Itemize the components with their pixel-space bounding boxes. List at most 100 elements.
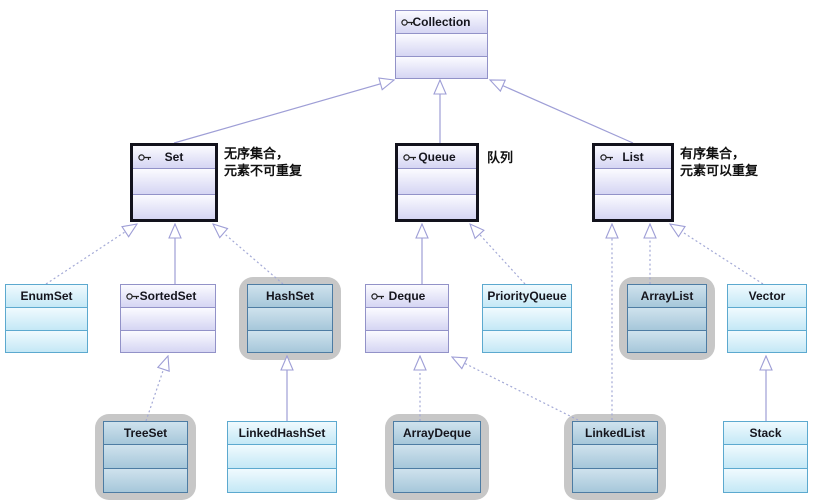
class-box-linkedhashset[interactable]: LinkedHashSet xyxy=(227,421,337,493)
attributes-compartment xyxy=(398,168,476,194)
operations-compartment xyxy=(133,193,215,219)
edge-list-to-collection[interactable] xyxy=(490,80,634,144)
class-name-label: LinkedHashSet xyxy=(238,426,326,440)
operations-compartment xyxy=(628,329,706,352)
class-name-label: Stack xyxy=(749,426,782,440)
class-box-linkedlist[interactable]: LinkedList xyxy=(572,421,658,493)
enumset-title-bar: EnumSet xyxy=(6,285,87,307)
linkedlist-title-bar: LinkedList xyxy=(573,422,657,444)
class-name-label: HashSet xyxy=(265,289,315,303)
operations-compartment xyxy=(724,468,807,492)
arraylist-title-bar: ArrayList xyxy=(628,285,706,307)
class-name-label: List xyxy=(622,150,644,164)
class-name-label: Vector xyxy=(748,289,786,303)
collection-title-bar: Collection xyxy=(396,11,487,33)
class-name-label: SortedSet xyxy=(139,289,197,303)
list-annotation: 有序集合， 元素可以重复 xyxy=(680,145,758,179)
set-annotation: 无序集合， 元素不可重复 xyxy=(224,145,302,179)
class-box-stack[interactable]: Stack xyxy=(723,421,808,493)
priorityqueue-title-bar: PriorityQueue xyxy=(483,285,571,307)
operations-compartment xyxy=(595,193,671,219)
attributes-compartment xyxy=(121,307,215,330)
attributes-compartment xyxy=(595,168,671,194)
edge-enumset-to-set[interactable] xyxy=(45,224,137,285)
deque-title-bar: Deque xyxy=(366,285,448,307)
class-box-arraydeque[interactable]: ArrayDeque xyxy=(393,421,481,493)
operations-compartment xyxy=(396,55,487,78)
set-annotation-line1: 无序集合， xyxy=(224,146,290,161)
interface-key-icon xyxy=(403,154,416,161)
class-box-set[interactable]: Set xyxy=(130,143,218,222)
class-name-label: PriorityQueue xyxy=(487,289,567,303)
class-name-label: LinkedList xyxy=(584,426,645,440)
class-name-label: Collection xyxy=(412,15,471,29)
class-box-queue[interactable]: Queue xyxy=(395,143,479,222)
class-box-treeset[interactable]: TreeSet xyxy=(103,421,188,493)
attributes-compartment xyxy=(628,307,706,330)
stack-title-bar: Stack xyxy=(724,422,807,444)
attributes-compartment xyxy=(228,444,336,468)
attributes-compartment xyxy=(248,307,332,330)
queue-annotation: 队列 xyxy=(487,149,513,166)
queue-title-bar: Queue xyxy=(398,146,476,168)
class-name-label: Set xyxy=(164,150,184,164)
class-box-vector[interactable]: Vector xyxy=(727,284,807,353)
operations-compartment xyxy=(398,193,476,219)
attributes-compartment xyxy=(573,444,657,468)
class-name-label: ArrayList xyxy=(640,289,694,303)
class-name-label: Deque xyxy=(388,289,426,303)
set-annotation-line2: 元素不可重复 xyxy=(224,163,303,178)
list-annotation-line1: 有序集合， xyxy=(680,146,746,161)
class-box-hashset[interactable]: HashSet xyxy=(247,284,333,353)
interface-key-icon xyxy=(371,293,384,300)
edge-priorityqueue-to-queue[interactable] xyxy=(470,224,526,285)
edge-treeset-to-sortedset[interactable] xyxy=(145,356,168,422)
interface-key-icon xyxy=(600,154,613,161)
attributes-compartment xyxy=(104,444,187,468)
attributes-compartment xyxy=(483,307,571,330)
operations-compartment xyxy=(573,468,657,492)
queue-annotation-line1: 队列 xyxy=(487,150,514,165)
list-annotation-line2: 元素可以重复 xyxy=(680,163,759,178)
operations-compartment xyxy=(104,468,187,492)
attributes-compartment xyxy=(728,307,806,330)
set-title-bar: Set xyxy=(133,146,215,168)
interface-key-icon xyxy=(138,154,151,161)
operations-compartment xyxy=(394,468,480,492)
class-box-collection[interactable]: Collection xyxy=(395,10,488,79)
attributes-compartment xyxy=(394,444,480,468)
treeset-title-bar: TreeSet xyxy=(104,422,187,444)
class-box-deque[interactable]: Deque xyxy=(365,284,449,353)
operations-compartment xyxy=(248,329,332,352)
operations-compartment xyxy=(121,329,215,352)
operations-compartment xyxy=(228,468,336,492)
operations-compartment xyxy=(483,329,571,352)
operations-compartment xyxy=(6,329,87,352)
arraydeque-title-bar: ArrayDeque xyxy=(394,422,480,444)
attributes-compartment xyxy=(396,33,487,56)
operations-compartment xyxy=(366,329,448,352)
vector-title-bar: Vector xyxy=(728,285,806,307)
list-title-bar: List xyxy=(595,146,671,168)
edge-set-to-collection[interactable] xyxy=(173,80,394,144)
interface-key-icon xyxy=(126,293,139,300)
edge-linkedlist-to-deque[interactable] xyxy=(452,357,579,421)
edge-vector-to-list[interactable] xyxy=(670,224,764,285)
class-box-arraylist[interactable]: ArrayList xyxy=(627,284,707,353)
class-box-enumset[interactable]: EnumSet xyxy=(5,284,88,353)
class-name-label: Queue xyxy=(418,150,456,164)
class-name-label: ArrayDeque xyxy=(402,426,472,440)
class-box-list[interactable]: List xyxy=(592,143,674,222)
attributes-compartment xyxy=(6,307,87,330)
operations-compartment xyxy=(728,329,806,352)
class-name-label: TreeSet xyxy=(123,426,168,440)
class-box-priorityqueue[interactable]: PriorityQueue xyxy=(482,284,572,353)
hashset-title-bar: HashSet xyxy=(248,285,332,307)
edge-hashset-to-set[interactable] xyxy=(213,224,284,285)
class-box-sortedset[interactable]: SortedSet xyxy=(120,284,216,353)
attributes-compartment xyxy=(133,168,215,194)
interface-key-icon xyxy=(401,19,414,26)
attributes-compartment xyxy=(366,307,448,330)
